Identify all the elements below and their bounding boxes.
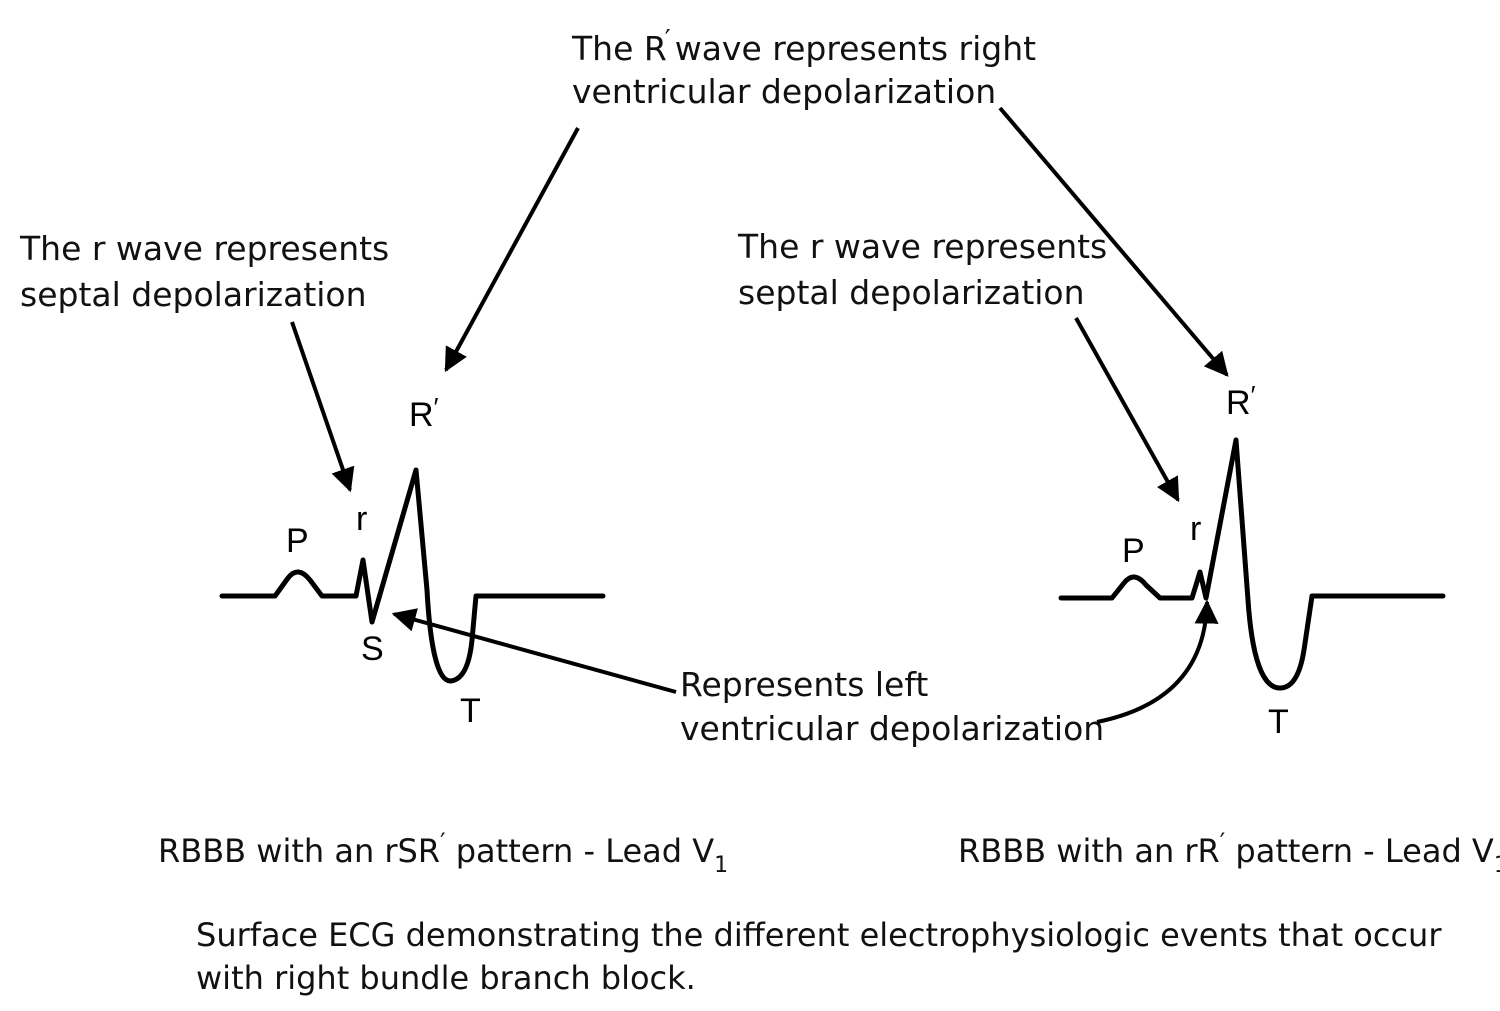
r-wave-annotation-left-line2: septal depolarization [20, 275, 367, 314]
right-t-label: T [1268, 703, 1289, 741]
left-t-label: T [460, 692, 481, 730]
right-pattern-caption: RBBB with an rR′ pattern - Lead V1 [958, 828, 1500, 878]
arrow-to-right-depolarization [1096, 599, 1219, 724]
figure-caption-line2: with right bundle branch block. [196, 959, 696, 997]
r-wave-annotation-right-line1: The r wave represents [737, 227, 1107, 266]
left-ventricular-annotation-line2: ventricular depolarization [680, 709, 1104, 748]
arrow-to-left-s [391, 608, 677, 694]
left-s-label: S [361, 630, 384, 668]
left-pattern-caption: RBBB with an rSR′ pattern - Lead V1 [158, 828, 728, 878]
left-r-prime-label: R′ [409, 392, 439, 434]
r-prime-annotation-line1: The R′wave represents right [571, 25, 1036, 68]
arrow-to-right-r-prime [998, 106, 1229, 377]
left-ventricular-annotation-line1: Represents left [680, 665, 928, 704]
arrow-to-left-r-prime [444, 127, 580, 373]
left-p-label: P [286, 522, 309, 560]
r-prime-annotation-line2: ventricular depolarization [572, 72, 996, 111]
left-r-label: r [356, 500, 367, 538]
arrow-to-right-r [1074, 317, 1180, 503]
right-r-label: r [1190, 510, 1201, 548]
right-r-prime-label: R′ [1226, 380, 1256, 422]
left-ecg-trace [219, 467, 606, 684]
right-ecg-trace [1058, 437, 1446, 691]
figure-caption-line1: Surface ECG demonstrating the different … [196, 916, 1442, 954]
right-p-label: P [1122, 532, 1145, 570]
r-wave-annotation-right-line2: septal depolarization [738, 273, 1085, 312]
arrow-to-left-r [290, 321, 355, 493]
r-wave-annotation-left-line1: The r wave represents [19, 229, 389, 268]
